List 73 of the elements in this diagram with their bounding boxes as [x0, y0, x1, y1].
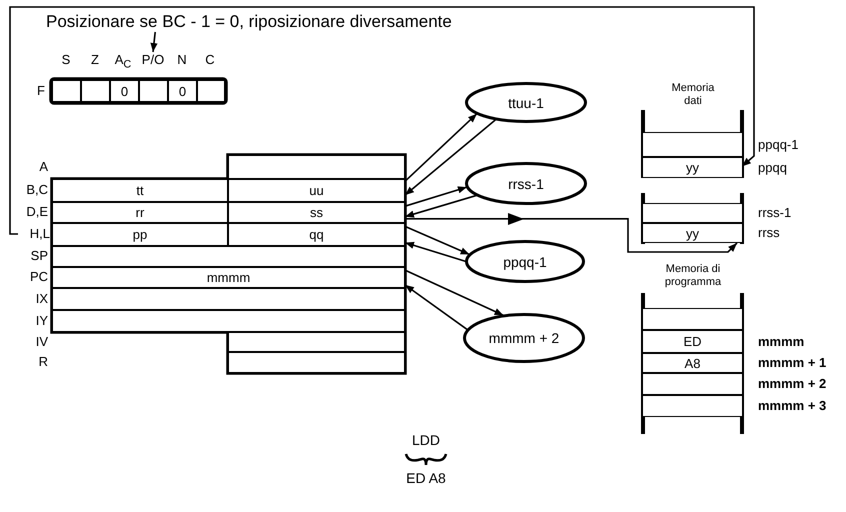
- register-cell: mmmm: [52, 267, 405, 288]
- flag-bit-cell: 0: [168, 80, 197, 102]
- address-label: mmmm: [758, 334, 804, 350]
- mnemonic-label: LDD: [410, 432, 441, 448]
- flag-bit-cell: 0: [110, 80, 139, 102]
- register-cell: [228, 155, 405, 179]
- memory-cell: A8: [643, 353, 742, 373]
- register-name: R: [38, 354, 48, 370]
- address-label: ppqq-1: [758, 136, 798, 152]
- value-ellipse: ppqq-1: [465, 240, 585, 283]
- memory-cell: [643, 308, 742, 330]
- register-cell: tt: [52, 179, 228, 202]
- instruction-note: Posizionare se BC - 1 = 0, riposizionare diversamente: [46, 12, 466, 32]
- register-cell: uu: [228, 179, 405, 202]
- arrow: [404, 226, 470, 256]
- value-ellipse: ttuu-1: [465, 82, 587, 123]
- value-ellipse: rrss-1: [465, 162, 587, 205]
- address-label: rrss-1: [758, 205, 792, 221]
- flag-bit-cell: [197, 80, 225, 102]
- register-name: PC: [28, 269, 48, 285]
- register-name: IV: [34, 334, 48, 350]
- register-cell: [52, 288, 405, 310]
- memory-heading: Memoria di programma: [664, 263, 722, 289]
- flag-name: S: [60, 52, 72, 68]
- memory-cell: yy: [643, 223, 742, 243]
- arrow: [404, 118, 497, 196]
- flag-name: A$_{C}$: [114, 52, 132, 73]
- arrow: [150, 32, 158, 52]
- flag-name: C: [204, 52, 216, 68]
- arrow: [404, 284, 468, 330]
- flag-bit-cell: [139, 80, 168, 102]
- memory-cell: [643, 373, 742, 395]
- value-ellipse: mmmm + 2: [463, 313, 585, 363]
- arrow: [404, 186, 468, 207]
- register-cell: rr: [52, 202, 228, 223]
- arrow: [404, 113, 478, 182]
- address-label: mmmm + 3: [758, 398, 826, 414]
- arrow: [405, 213, 738, 253]
- memory-cell: [643, 203, 742, 223]
- register-cell: [228, 352, 405, 373]
- register-cell: pp: [52, 223, 228, 246]
- arrow: [9, 6, 755, 235]
- arrow: [404, 194, 478, 218]
- register-name: IX: [34, 291, 48, 307]
- memory-cell: [643, 395, 742, 417]
- memory-cell: [643, 132, 742, 157]
- flag-name: N: [176, 52, 188, 68]
- arrow: [404, 269, 504, 316]
- register-name: F: [36, 83, 46, 99]
- flag-name: P/O: [138, 52, 168, 68]
- register-name: D,E: [25, 204, 48, 220]
- register-cell: [52, 246, 405, 267]
- register-name: H,L: [18, 226, 50, 242]
- register-name: B,C: [25, 182, 48, 198]
- register-cell: qq: [228, 223, 405, 246]
- register-name: SP: [30, 248, 48, 264]
- register-cell: ss: [228, 202, 405, 223]
- address-label: mmmm + 1: [758, 355, 826, 371]
- memory-cell: yy: [643, 157, 742, 178]
- flag-bit-cell: [81, 80, 110, 102]
- address-label: mmmm + 2: [758, 376, 826, 392]
- register-cell: [52, 310, 405, 332]
- mnemonic-label: ED A8: [405, 470, 447, 486]
- arrow: [404, 242, 466, 262]
- register-cell: [228, 332, 405, 352]
- flag-name: Z: [90, 52, 100, 68]
- address-label: ppqq: [758, 160, 787, 176]
- flag-bit-cell: [52, 80, 81, 102]
- memory-heading: Memoria dati: [670, 82, 716, 108]
- register-name: IY: [34, 313, 48, 329]
- address-label: rrss: [758, 225, 780, 241]
- register-name: A: [38, 159, 48, 175]
- memory-cell: ED: [643, 330, 742, 353]
